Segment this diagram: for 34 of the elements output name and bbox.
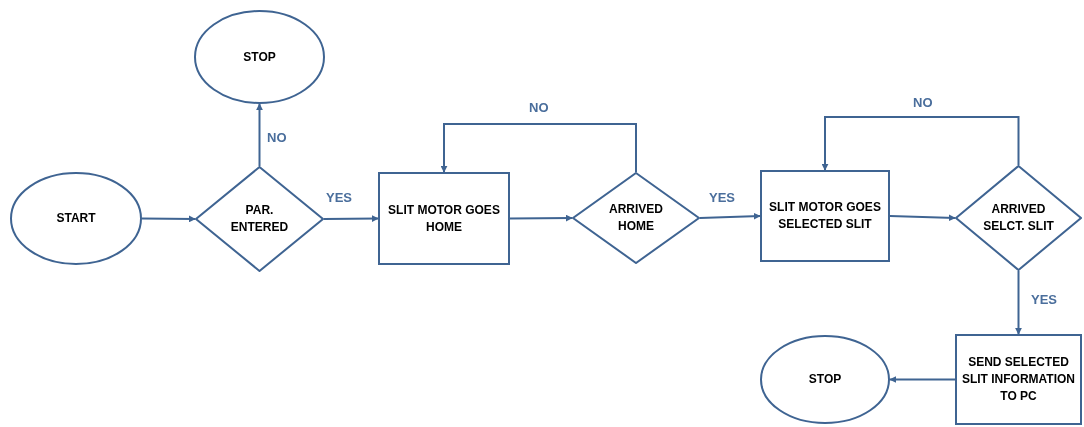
arrow	[821, 116, 1020, 171]
arrow	[256, 103, 263, 167]
arrow	[889, 376, 956, 383]
edge-label: YES	[1030, 292, 1058, 307]
node-text: ARRIVED SELCT. SLIT	[982, 201, 1055, 235]
decision-diamond	[195, 166, 324, 272]
node-text: PAR. ENTERED	[229, 202, 290, 236]
terminal-ellipse	[760, 335, 890, 424]
decision-diamond	[955, 165, 1082, 271]
arrow	[889, 214, 956, 222]
node-text: STOP	[243, 48, 276, 66]
node-text: START	[56, 210, 96, 227]
arrow	[440, 123, 637, 173]
arrow	[323, 215, 379, 223]
node-text: SEND SELECTED SLIT INFORMATION TO PC	[960, 354, 1077, 405]
terminal-ellipse	[194, 10, 325, 104]
node-text: SLIT MOTOR GOES HOME	[387, 201, 501, 236]
edge-label: NO	[912, 95, 934, 110]
arrow	[1015, 270, 1022, 335]
node-text: ARRIVED HOME	[608, 201, 664, 235]
arrow	[509, 214, 573, 222]
process-box	[760, 170, 890, 262]
edge-label: YES	[325, 190, 353, 205]
node-text: SLIT MOTOR GOES SELECTED SLIT	[768, 199, 882, 233]
terminal-ellipse	[10, 172, 142, 265]
edge-label: YES	[708, 190, 736, 205]
node-text: STOP	[808, 371, 842, 388]
process-box	[955, 334, 1082, 425]
arrow	[699, 212, 761, 220]
edge-label: NO	[528, 100, 550, 115]
edge-label: NO	[266, 130, 288, 145]
arrow	[141, 215, 196, 223]
process-box	[378, 172, 510, 265]
decision-diamond	[572, 172, 700, 264]
